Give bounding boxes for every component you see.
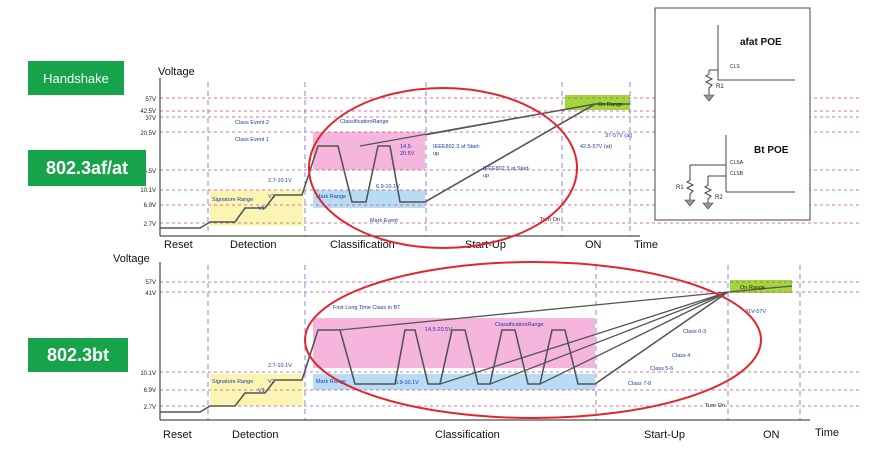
top-at-ramp	[424, 103, 596, 136]
bottom-class-7-8: Class 7-8	[628, 381, 651, 387]
bottom-ytick-57: 57V	[145, 280, 156, 286]
top-turn-on: Turn On	[540, 217, 560, 223]
inset-bt-title: Bt POE	[754, 145, 789, 156]
bottom-class-ramps	[339, 291, 729, 385]
bottom-phase-on: ON	[763, 429, 780, 441]
bottom-first-long: First Long Time Class in BT	[333, 305, 401, 311]
bottom-xlabel: Time	[815, 427, 839, 439]
top-v-2-7-10: 2.7-10.1V	[268, 178, 292, 184]
top-range-37-57: 37-57V (af)	[605, 133, 633, 139]
bottom-phase-dividers	[207, 265, 801, 420]
top-phase-dividers	[207, 82, 631, 236]
top-phase-classification: Classification	[330, 239, 395, 251]
bt-label: 802.3bt	[28, 338, 128, 372]
bottom-range-14-20: 14.5-20.5V	[425, 327, 452, 333]
bottom-signature-range: Signature Range	[212, 379, 253, 385]
bottom-range-41-57: 41V-57V	[745, 309, 766, 315]
bottom-ytick-6: 6.9V	[144, 388, 156, 394]
top-ieee-at-b: up	[483, 173, 489, 179]
inset-r1-bt: R1	[676, 185, 684, 191]
bottom-class-4: Class 4	[672, 353, 690, 359]
top-v2: V2	[268, 194, 275, 200]
top-ylabel: Voltage	[158, 66, 195, 78]
top-range-6-10: 6.9-10.1V	[376, 184, 400, 190]
bottom-range-6-10: 6.9-10.1V	[395, 380, 419, 386]
top-annotations: Class Event 2 Class Event 1 Classificati…	[212, 102, 633, 224]
top-emphasis-ellipse	[308, 87, 578, 249]
top-mark-event: Mark Event	[370, 218, 398, 224]
bottom-phase-startup: Start-Up	[644, 429, 685, 441]
top-v1: V1	[258, 206, 265, 212]
bottom-emphasis-ellipse	[304, 261, 762, 419]
handshake-label: Handshake	[28, 61, 124, 95]
bottom-ytick-10: 10.1V	[140, 371, 156, 377]
bottom-chart: 57V 41V 10.1V 6.9V 2.7V Voltage Time Res…	[113, 253, 862, 441]
bottom-phase-labels: Reset Detection Classification Start-Up …	[163, 429, 780, 441]
top-y-ticks: 57V 42.5V 37V 20.5V 14.5V 10.1V 6.9V 2.7…	[140, 97, 156, 228]
bottom-ylabel: Voltage	[113, 253, 150, 265]
inset-clsb: CLSB	[730, 171, 744, 177]
top-range-14-20-a: 14.5-	[400, 144, 413, 150]
top-class-event-2: Class Event 2	[235, 120, 269, 126]
bottom-waveform	[160, 291, 729, 413]
top-ytick-57: 57V	[145, 97, 156, 103]
top-ieee-at-a: IEEE802.3 at Start-	[483, 166, 531, 172]
bottom-annotations: First Long Time Class in BT 14.5-20.5V C…	[212, 285, 766, 409]
top-xlabel: Time	[634, 239, 658, 251]
inset-afat-title: afat POE	[740, 37, 782, 48]
top-ytick-20: 20.5V	[140, 131, 156, 137]
bottom-turn-on: Turn On	[705, 403, 725, 409]
bottom-phase-classification: Classification	[435, 429, 500, 441]
bottom-y-ticks: 57V 41V 10.1V 6.9V 2.7V	[140, 280, 156, 411]
top-on-range: On Range	[598, 102, 623, 108]
inset-circuit-box: afat POE CLS R1 Bt POE CLSA CLSB R1 R2	[654, 7, 811, 221]
top-phase-reset: Reset	[164, 239, 193, 251]
inset-cls: CLS	[730, 64, 740, 70]
inset-frame	[654, 7, 811, 221]
top-ytick-14: 14.5V	[140, 169, 156, 175]
bottom-phase-detection: Detection	[232, 429, 278, 441]
bottom-guides	[160, 281, 862, 407]
bottom-class-5-6: Class 5-6	[650, 366, 673, 372]
top-waveform	[160, 103, 630, 229]
top-class-event-1: Class Event 1	[235, 137, 269, 143]
afat-label: 802.3af/at	[28, 150, 146, 186]
top-mark-band	[313, 190, 425, 208]
inset-clsa: CLSA	[730, 160, 744, 166]
bottom-phase-reset: Reset	[163, 429, 192, 441]
top-ieee-af-b: up	[433, 151, 439, 157]
top-range-42-57: 42.5-57V (at)	[580, 144, 612, 150]
bottom-v-2-7-10: 2.7-10.1V	[268, 363, 292, 369]
inset-r1: R1	[716, 84, 724, 90]
bottom-v2: V2	[268, 379, 275, 385]
top-ytick-37: 37V	[145, 116, 156, 122]
top-phase-labels: Reset Detection Classification Start-Up …	[164, 239, 602, 251]
bottom-classification-range: ClassificationRange	[495, 322, 544, 328]
bottom-mark-range: Mark Range	[316, 379, 346, 385]
top-ieee-af-a: IEEE802.3 af Start-	[433, 144, 481, 150]
bottom-class-0-3: Class 0-3	[683, 329, 706, 335]
top-ytick-42: 42.5V	[140, 109, 156, 115]
top-classification-range: ClassificationRange	[340, 119, 389, 125]
bottom-v1: V1	[258, 388, 265, 394]
bottom-mark-band	[313, 374, 595, 390]
top-phase-on: ON	[585, 239, 602, 251]
bottom-ytick-2: 2.7V	[144, 405, 156, 411]
bottom-ytick-41: 41V	[145, 291, 156, 297]
top-ytick-2: 2.7V	[144, 222, 156, 228]
bottom-on-range: On Range	[740, 285, 765, 291]
top-ytick-6: 6.9V	[144, 203, 156, 209]
top-range-14-20-b: 20.5V	[400, 151, 415, 157]
bottom-classification-band	[313, 318, 595, 368]
top-signature-range: Signature Range	[212, 197, 253, 203]
top-ytick-10: 10.1V	[140, 188, 156, 194]
top-mark-range: Mark Range	[316, 194, 346, 200]
top-phase-detection: Detection	[230, 239, 276, 251]
inset-r2: R2	[715, 195, 723, 201]
